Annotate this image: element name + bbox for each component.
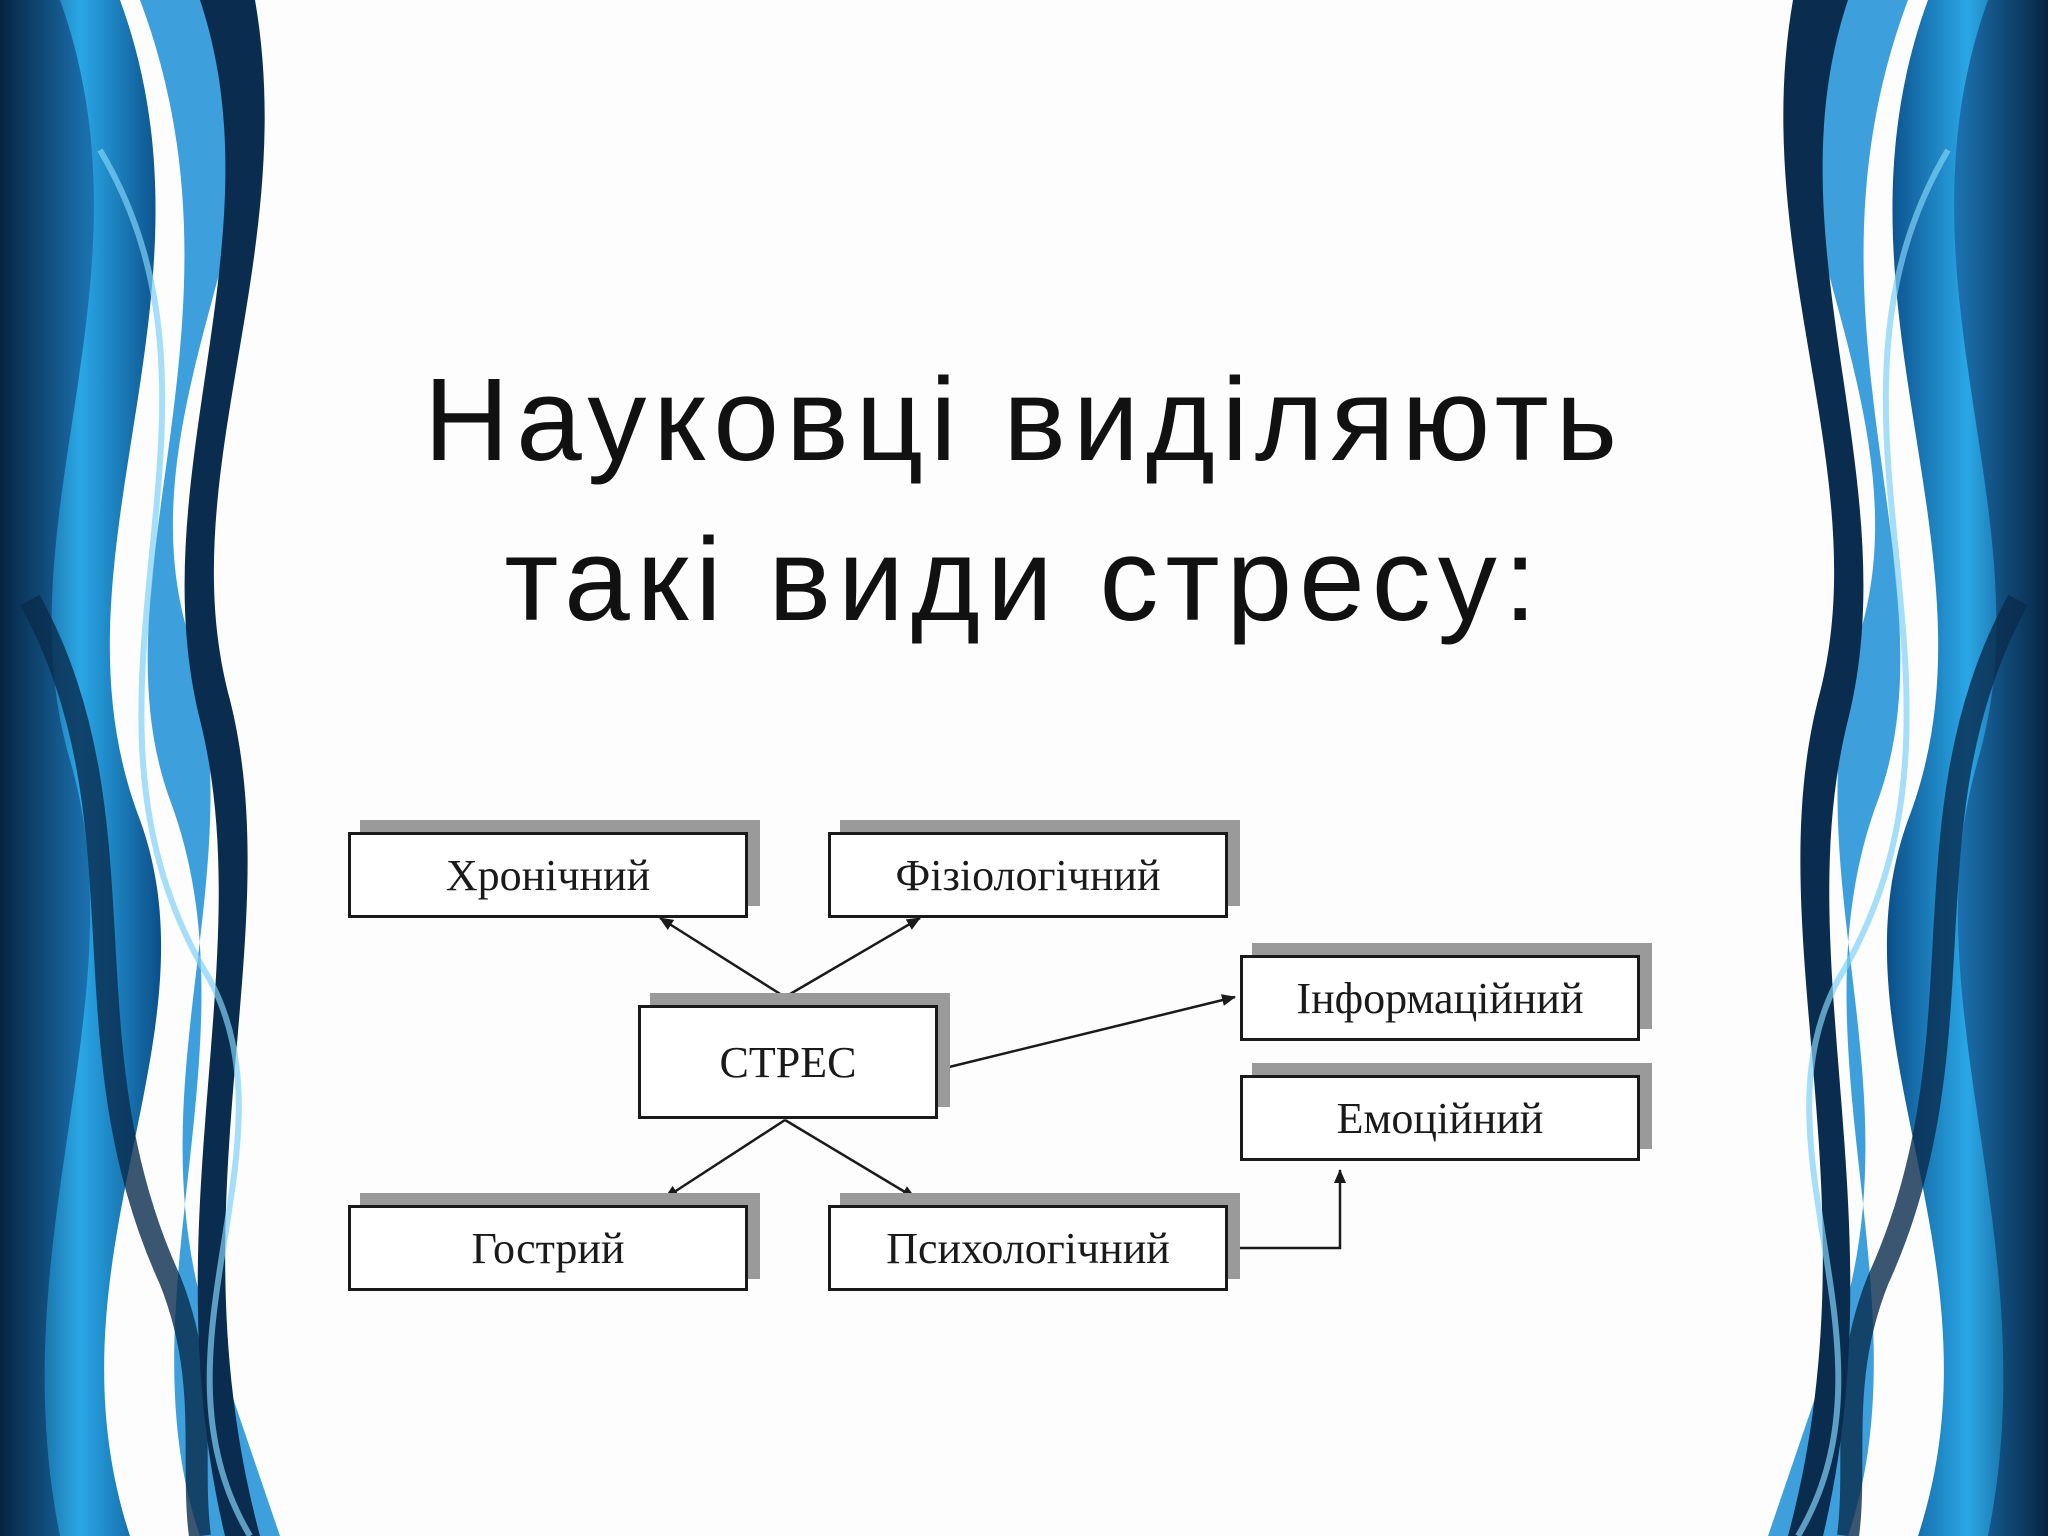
arrow-to-informational: [944, 994, 1236, 1070]
node-psychological: Психологічний: [828, 1205, 1228, 1291]
slide-title: Науковці виділяють такі види стресу:: [300, 340, 1748, 660]
arrow-to-acute: [664, 1118, 786, 1200]
node-chronic: Хронічний: [348, 832, 748, 918]
node-emotional: Емоційний: [1240, 1075, 1640, 1161]
stress-types-diagram: Хронічний Фізіологічний СТРЕС Інформацій…: [330, 800, 1680, 1320]
arrow-psychological-to-emotional: [1230, 1169, 1346, 1250]
diagram-arrows: [659, 916, 1346, 1250]
node-physiological: Фізіологічний: [828, 832, 1228, 918]
node-acute: Гострий: [348, 1205, 748, 1291]
arrow-to-chronic: [659, 916, 786, 999]
node-center-stress: СТРЕС: [638, 1005, 938, 1119]
node-informational: Інформаційний: [1240, 955, 1640, 1041]
arrow-to-psychological: [784, 1118, 916, 1200]
left-ribbon-decoration: [0, 0, 300, 1536]
arrow-to-physiological: [784, 916, 921, 999]
title-line-1: Науковці виділяють: [423, 354, 1625, 486]
right-ribbon-decoration: [1748, 0, 2048, 1536]
title-line-2: такі види стресу:: [504, 514, 1544, 646]
